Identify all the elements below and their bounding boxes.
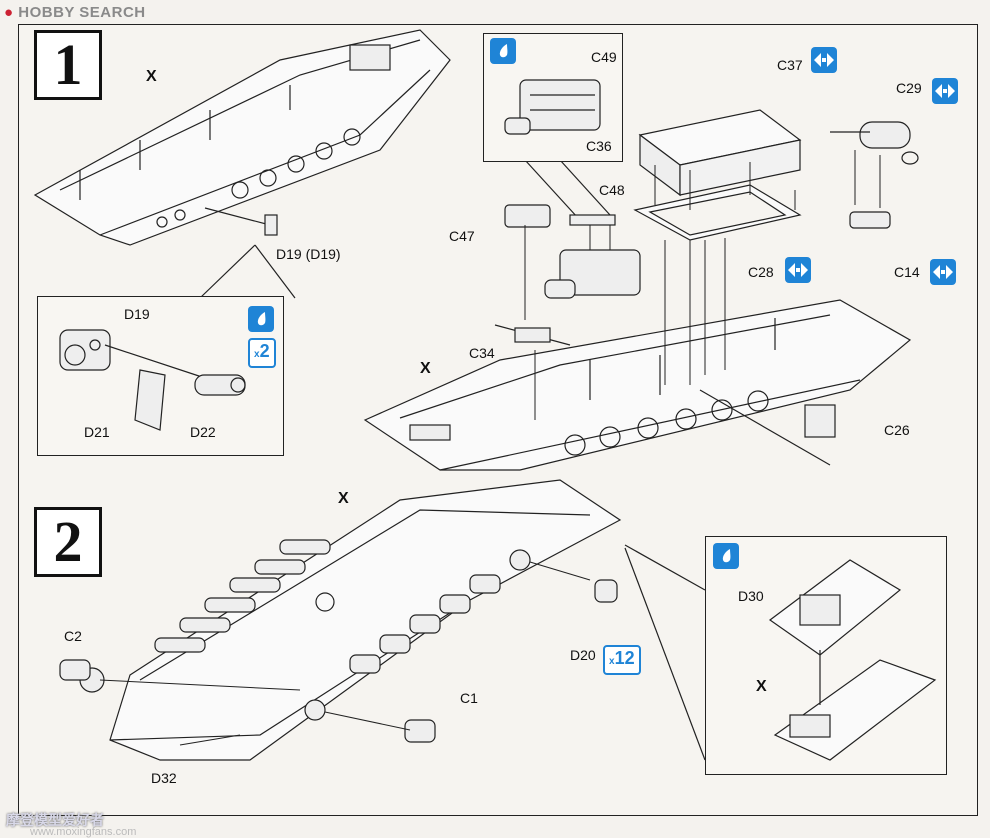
multiplier-badge: x12	[603, 645, 641, 675]
part-label-c36: C36	[586, 138, 612, 154]
part-label-d32: D32	[151, 770, 177, 786]
hull-step1-upper	[33, 29, 451, 246]
watermark: 摩登模型爱好者	[6, 812, 104, 828]
part-c28-frame	[633, 184, 802, 241]
part-label-c49: C49	[591, 49, 617, 65]
part-label-d20: D20	[570, 647, 596, 663]
left-right-arrows-icon	[811, 47, 837, 73]
part-c14	[849, 211, 891, 229]
site-logo: ● HOBBY SEARCH	[4, 4, 146, 21]
part-c34-shaft	[494, 324, 571, 346]
hull-step1-main	[363, 299, 912, 471]
left-right-arrows-icon	[785, 257, 811, 283]
part-c37-deck	[638, 109, 802, 197]
left-right-arrows-icon	[930, 259, 956, 285]
part-label-c26: C26	[884, 422, 910, 438]
part-label-x-main: X	[420, 360, 431, 377]
multiplier-badge: x2	[248, 338, 276, 368]
part-label-c1: C1	[460, 690, 478, 706]
part-label-x-top: X	[146, 68, 157, 85]
part-label-d21: D21	[84, 424, 110, 440]
part-label-d19: D19 (D19)	[276, 246, 341, 262]
step-number-1: 1	[34, 30, 102, 100]
part-c26-box	[699, 389, 836, 466]
part-label-c28: C28	[748, 264, 774, 280]
part-label-c34: C34	[469, 345, 495, 361]
part-label-d19-inset: D19	[124, 306, 150, 322]
logo-mark: ●	[4, 4, 14, 21]
part-label-c48: C48	[599, 182, 625, 198]
engine-block	[559, 249, 641, 296]
part-label-d22: D22	[190, 424, 216, 440]
step-number-2: 2	[34, 507, 102, 577]
logo-text: HOBBY SEARCH	[18, 4, 146, 21]
glue-drop-icon	[713, 543, 739, 569]
part-label-d30: D30	[738, 588, 764, 604]
hull-step2	[59, 479, 622, 761]
part-label-x-step2: X	[338, 490, 349, 507]
left-right-arrows-icon	[932, 78, 958, 104]
part-label-c47: C47	[449, 228, 475, 244]
part-label-c2: C2	[64, 628, 82, 644]
part-c29-tank	[830, 121, 919, 165]
glue-drop-icon	[490, 38, 516, 64]
part-label-x-inset: X	[756, 678, 767, 695]
part-label-c37: C37	[777, 57, 803, 73]
part-label-c29: C29	[896, 80, 922, 96]
part-label-c14: C14	[894, 264, 920, 280]
watermark-url: www.moxingfans.com	[30, 826, 137, 838]
glue-drop-icon	[248, 306, 274, 332]
